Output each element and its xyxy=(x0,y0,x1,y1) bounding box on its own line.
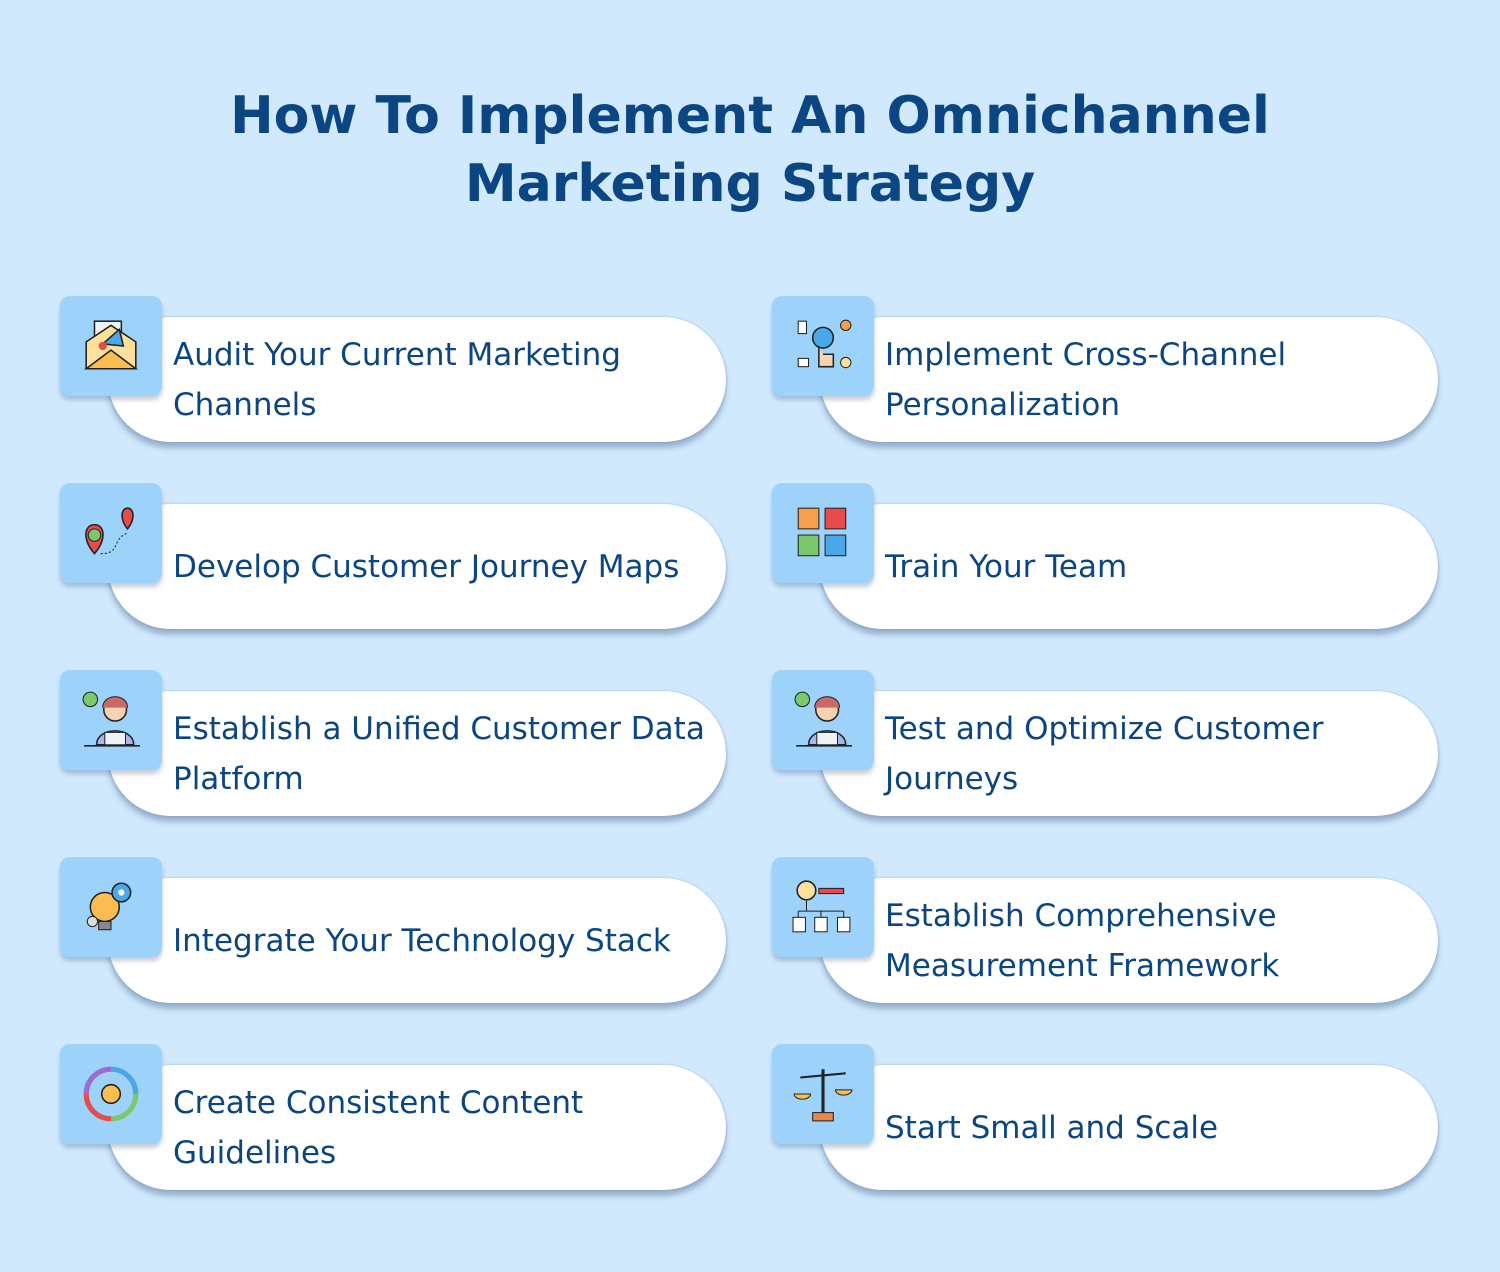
icon-box xyxy=(60,1044,162,1144)
lightbulb-gear-icon xyxy=(86,882,132,931)
step-pill xyxy=(108,878,726,1003)
cycle-arrows-icon xyxy=(83,1066,139,1122)
icon-box xyxy=(60,296,162,396)
step-card: Train Your Team xyxy=(772,483,1440,633)
icon-box xyxy=(772,1044,874,1144)
network-hand-icon xyxy=(797,319,852,369)
step-pill xyxy=(108,317,726,442)
icon-box xyxy=(60,857,162,957)
step-label: Develop Customer Journey Maps xyxy=(173,504,718,629)
step-card: Integrate Your Technology Stack xyxy=(60,857,728,1007)
step-card: Test and Optimize Customer Journeys xyxy=(772,670,1440,820)
step-label-text: Create Consistent Content Guidelines xyxy=(173,1084,584,1171)
support-agent-icon xyxy=(794,691,852,747)
step-label: Create Consistent Content Guidelines xyxy=(173,1065,718,1190)
step-pill xyxy=(820,878,1438,1003)
envelope-megaphone-icon xyxy=(83,320,139,370)
idea-hierarchy-icon xyxy=(792,880,851,933)
step-label-text: Implement Cross-Channel Personalization xyxy=(885,336,1287,423)
support-agent-icon xyxy=(82,691,140,747)
step-pill xyxy=(820,1065,1438,1190)
step-card: Start Small and Scale xyxy=(772,1044,1440,1194)
step-label-text: Train Your Team xyxy=(885,548,1128,585)
step-label: Train Your Team xyxy=(885,504,1430,629)
step-pill xyxy=(108,504,726,629)
step-card: Create Consistent Content Guidelines xyxy=(60,1044,728,1194)
step-card: Audit Your Current Marketing Channels xyxy=(60,296,728,446)
step-label-text: Audit Your Current Marketing Channels xyxy=(173,336,621,423)
step-label: Integrate Your Technology Stack xyxy=(173,878,718,1003)
step-label-text: Test and Optimize Customer Journeys xyxy=(885,710,1324,797)
balance-scale-icon xyxy=(793,1069,853,1122)
step-pill xyxy=(108,691,726,816)
icon-box xyxy=(60,670,162,770)
icon-box xyxy=(772,670,874,770)
puzzle-team-icon xyxy=(797,507,847,557)
step-pill xyxy=(820,504,1438,629)
step-label-text: Start Small and Scale xyxy=(885,1109,1219,1146)
step-card: Establish a Unified Customer Data Platfo… xyxy=(60,670,728,820)
step-label: Audit Your Current Marketing Channels xyxy=(173,317,718,442)
title-line-2: Marketing Strategy xyxy=(464,154,1036,214)
icon-box xyxy=(772,857,874,957)
step-pill xyxy=(820,317,1438,442)
step-pill xyxy=(820,691,1438,816)
step-label-text: Establish a Unified Customer Data Platfo… xyxy=(173,710,705,797)
step-label: Establish a Unified Customer Data Platfo… xyxy=(173,691,718,816)
map-pin-journey-icon xyxy=(85,507,134,555)
icon-box xyxy=(772,483,874,583)
icon-box xyxy=(772,296,874,396)
step-label-text: Integrate Your Technology Stack xyxy=(173,922,671,959)
title-line-1: How To Implement An Omnichannel xyxy=(230,86,1270,146)
step-label: Test and Optimize Customer Journeys xyxy=(885,691,1430,816)
step-label-text: Develop Customer Journey Maps xyxy=(173,548,680,585)
step-card: Implement Cross-Channel Personalization xyxy=(772,296,1440,446)
step-label: Implement Cross-Channel Personalization xyxy=(885,317,1430,442)
step-pill xyxy=(108,1065,726,1190)
page-title: How To Implement An Omnichannel Marketin… xyxy=(0,82,1500,218)
step-label: Start Small and Scale xyxy=(885,1065,1430,1190)
step-label-text: Establish Comprehensive Measurement Fram… xyxy=(885,897,1280,984)
icon-box xyxy=(60,483,162,583)
step-label: Establish Comprehensive Measurement Fram… xyxy=(885,878,1430,1003)
step-card: Develop Customer Journey Maps xyxy=(60,483,728,633)
step-card: Establish Comprehensive Measurement Fram… xyxy=(772,857,1440,1007)
